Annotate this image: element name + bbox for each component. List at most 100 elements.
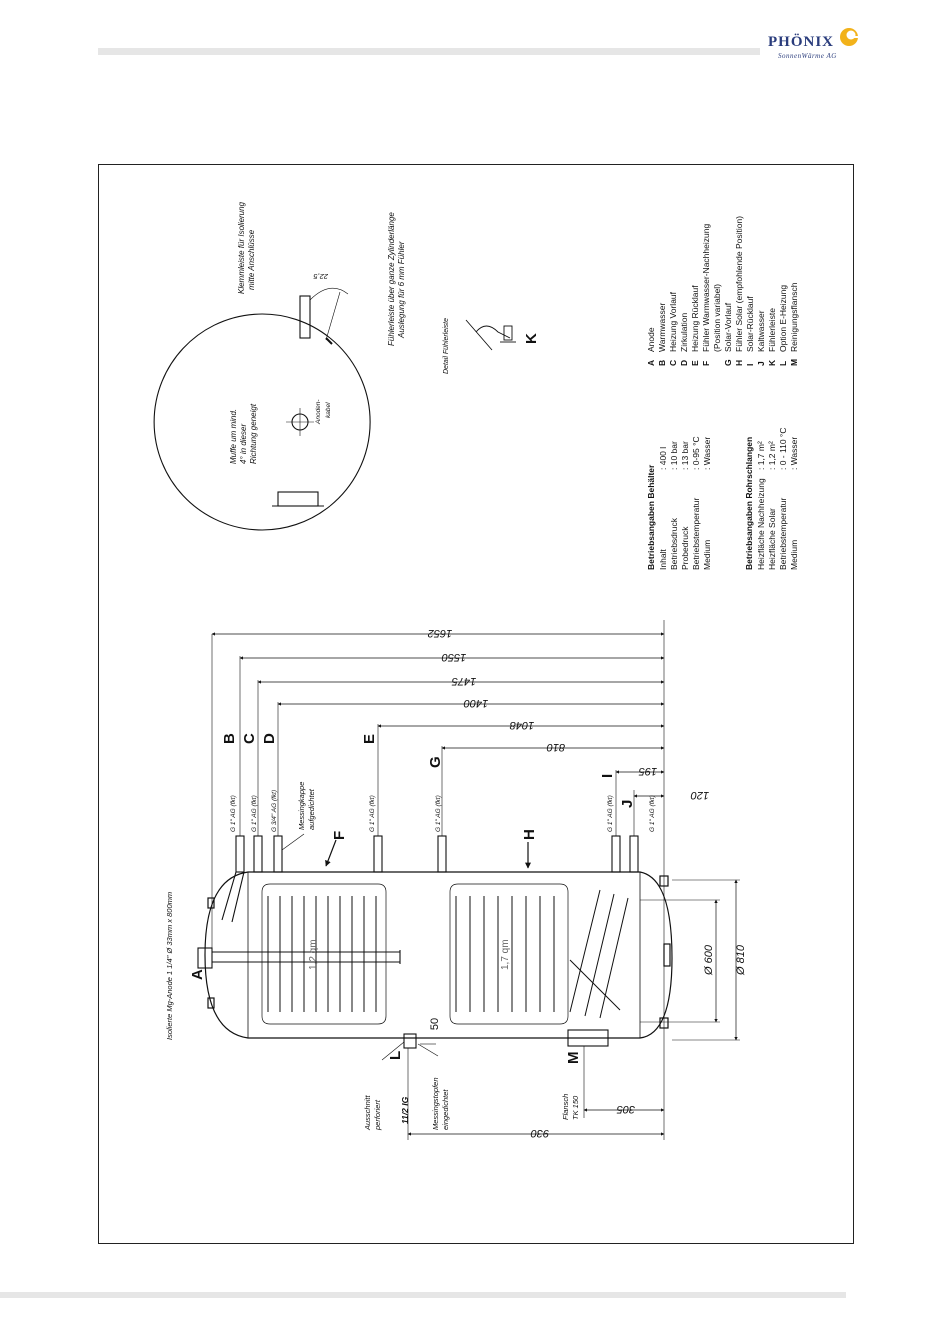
spec-label: Betriebsdruck <box>669 517 679 570</box>
messing-stopfen-2: eingedichtet <box>441 1089 450 1130</box>
anodenkabel-1: Anoden- <box>315 399 322 425</box>
letter-l: L <box>387 1051 404 1060</box>
brand-name: PHÖNIX <box>768 34 834 50</box>
pipe-label-g: G 1" AG (fkt) <box>435 795 442 832</box>
tank-side-view <box>204 871 673 1039</box>
connection-pipes <box>221 835 639 1049</box>
letter-b: B <box>221 733 238 744</box>
letter-g: G <box>427 756 444 768</box>
legend-key: G <box>723 359 733 366</box>
pipe-labels: G 1" AG (fkt) G 1" AG (fkt) G 3/4" AG (f… <box>230 790 656 832</box>
coil-area-upper: 1,2 qm <box>308 939 319 970</box>
legend-key: I <box>745 364 755 366</box>
klemmleiste-1: Klemmleiste für Isolierung <box>237 201 246 294</box>
legend-key: M <box>789 359 799 366</box>
dim-1400: 1400 <box>463 697 488 709</box>
dim-1048: 1048 <box>509 719 534 731</box>
fuehlerleiste-2: Auslegung für 6 mm Fühler <box>397 241 406 339</box>
legend-item: (Position variabel) <box>712 284 722 352</box>
pipe-label-b: G 1" AG (fkt) <box>230 795 237 832</box>
tank-plan-view <box>153 287 371 531</box>
legend-key: H <box>734 360 744 366</box>
tank-body <box>204 871 673 1039</box>
spec-value: : 0 - 110 °C <box>778 428 788 470</box>
messing-stopfen-1: Messingstopfen <box>431 1077 440 1130</box>
detail-fuehlerleiste: Detail Fühlerleiste <box>443 318 450 374</box>
legend-key: A <box>646 360 656 366</box>
spec-value: : 400 l <box>658 447 668 470</box>
legend-item: Heizung Vorlauf <box>668 291 678 352</box>
pipe-label-i: G 1" AG (fkt) <box>607 795 614 832</box>
legend-item: Zirkulation <box>679 313 689 352</box>
letter-m: M <box>565 1052 582 1065</box>
anodenkabel-2: kabel <box>325 402 332 418</box>
legend-item: Fühler Warmwasser-Nachheizung <box>701 224 711 352</box>
brand-logo: PHÖNIX SonnenWärme AG <box>768 28 868 66</box>
legend-item: Fühlerleiste <box>767 308 777 352</box>
dim-930: 930 <box>530 1127 549 1139</box>
size-l: 11/2 IG <box>400 1096 410 1124</box>
legend-key: C <box>668 360 678 366</box>
header-rule <box>98 48 760 55</box>
legend-item: Heizung Rücklauf <box>690 285 700 352</box>
brand-subtitle: SonnenWärme AG <box>778 52 837 60</box>
dim-dia-810: Ø 810 <box>735 944 747 976</box>
dim-1475: 1475 <box>451 675 476 687</box>
pipe-label-e: G 1" AG (fkt) <box>369 795 376 832</box>
dimension-labels: 1652 1550 1475 1400 1048 810 195 120 930… <box>428 627 747 1139</box>
letter-d: D <box>261 733 278 744</box>
letter-e: E <box>361 734 378 744</box>
side-annotations: Isolierte Mg-Anode 1 1/4" Ø 33mm x 800mm… <box>165 782 580 1131</box>
legend-key: K <box>767 359 777 366</box>
messing-kappe-1: Messingkappe <box>297 782 306 830</box>
sun-logo-icon <box>840 28 858 46</box>
dim-1550: 1550 <box>441 651 466 663</box>
spec-label: Heizfläche Solar <box>767 508 777 570</box>
pipe-label-j: G 1" AG (fkt) <box>649 795 656 832</box>
spec-value: : Wasser <box>789 437 799 470</box>
spec-value: : Wasser <box>702 437 712 470</box>
pipe-label-d: G 3/4" AG (fkt) <box>271 790 278 832</box>
legend-item: Fühler Solar (empfohlende Position) <box>734 216 744 352</box>
connection-letters: A B C D E F G H I J L M <box>189 733 636 1064</box>
dim-1652: 1652 <box>428 627 452 639</box>
behaelter-title: Betriebsangaben Behälter <box>646 464 656 570</box>
spec-label: Probedruck <box>680 526 690 570</box>
legend-key: D <box>679 360 689 366</box>
letter-j: J <box>619 800 636 808</box>
dimension-lines <box>211 632 738 1136</box>
flansch-1: Flansch <box>561 1094 570 1120</box>
spec-label: Betriebstemperatur <box>778 498 788 570</box>
letter-i: I <box>599 774 616 778</box>
spec-value: : 13 bar <box>680 441 690 470</box>
flansch-2: TK 150 <box>571 1095 580 1120</box>
coil-lower <box>449 883 629 1025</box>
rohr-title: Betriebsangaben Rohrschlangen <box>744 437 754 570</box>
spec-label: Inhalt <box>658 549 668 570</box>
dim-50: 50 <box>429 1018 441 1030</box>
letter-a: A <box>189 969 206 980</box>
messing-kappe-2: aufgedichtet <box>307 788 316 830</box>
detail-k <box>465 319 516 351</box>
coil-upper <box>261 883 387 1025</box>
operating-specs: Betriebsangaben Behälter Inhalt : 400 l Be… <box>646 216 799 570</box>
dim-120: 120 <box>690 789 709 801</box>
muffe-1: Muffe um mind. <box>229 409 238 464</box>
ausschnitt-1: Ausschnitt <box>363 1094 372 1131</box>
legend-key: L <box>778 361 788 366</box>
footer-rule <box>0 1292 846 1298</box>
dim-305: 305 <box>616 1103 635 1115</box>
legend-item: Kaltwasser <box>756 310 766 352</box>
plan-angle: 22,5 <box>313 272 329 281</box>
ausschnitt-2: perforiert <box>373 1099 382 1131</box>
legend-key: E <box>690 360 700 366</box>
spec-label: Betriebstemperatur <box>691 498 701 570</box>
legend-item: Option E-Heizung <box>778 285 788 352</box>
spec-label: Medium <box>789 540 799 570</box>
letter-f: F <box>331 831 348 840</box>
fuehlerleiste-1: Fühlerleiste über ganze Zylinderlänge <box>387 212 396 346</box>
muffe-2: 4° in dieser <box>239 424 248 464</box>
spec-label: Heizfläche Nachheizung <box>756 478 766 570</box>
klemmleiste-2: mitte Anschlüsse <box>247 229 256 290</box>
